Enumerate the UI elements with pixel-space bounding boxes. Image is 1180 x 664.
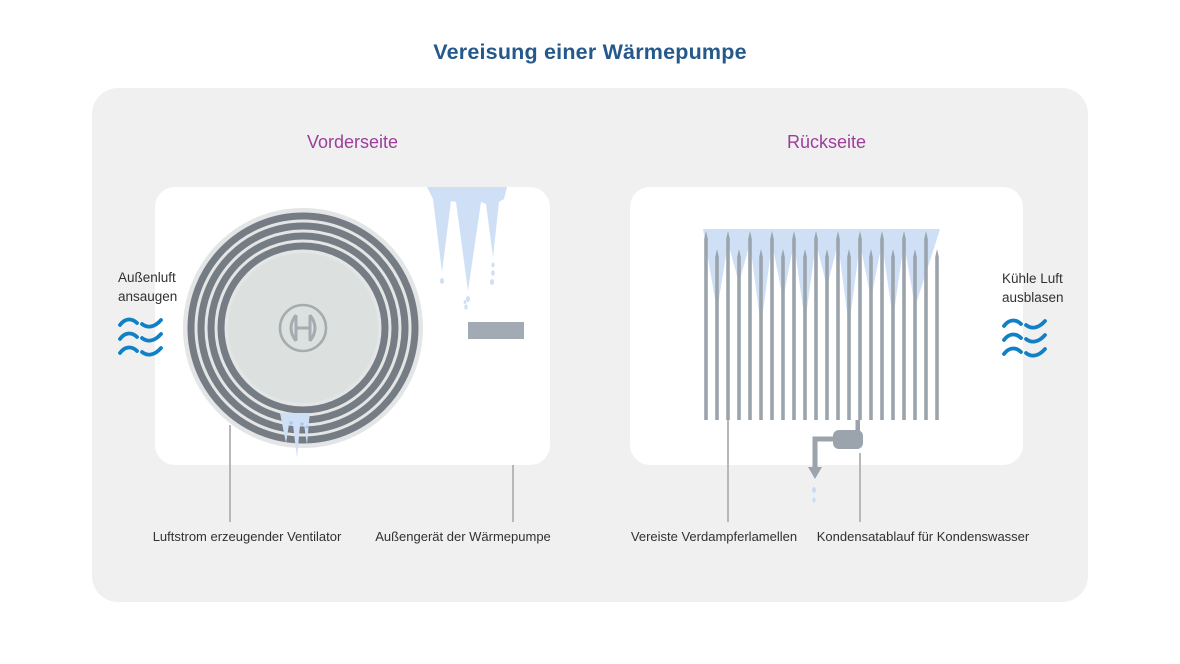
caption-fins: Vereiste Verdampferlamellen xyxy=(630,529,798,544)
page-title: Vereisung einer Wärmepumpe xyxy=(433,40,747,64)
fan-icicle xyxy=(280,413,310,458)
front-panel xyxy=(155,187,550,465)
caption-drain: Kondensatablauf für Kondenswasser xyxy=(816,529,1030,544)
fan-icon xyxy=(183,208,423,448)
icicles-top xyxy=(427,187,507,310)
condensate-drain xyxy=(808,420,863,503)
back-illustration xyxy=(703,229,940,503)
condensate-arrow-icon xyxy=(808,467,822,479)
intake-air-label: Außenluft ansaugen xyxy=(118,268,208,359)
back-heading: Rückseite xyxy=(786,132,867,152)
exhaust-air-label-line2: ausblasen xyxy=(1002,290,1064,305)
exhaust-air-label-line1: Kühle Luft xyxy=(1002,271,1063,286)
intake-air-label-line1: Außenluft xyxy=(118,270,176,285)
intake-air-label-line2: ansaugen xyxy=(118,289,178,304)
front-heading: Vorderseite xyxy=(306,132,399,152)
leader-line-unit xyxy=(512,465,514,522)
bosch-logo-icon xyxy=(278,303,328,353)
leader-line-fan xyxy=(229,425,231,522)
leader-line-drain xyxy=(859,453,861,522)
leader-line-fins xyxy=(727,420,729,522)
unit-grille-bar xyxy=(468,322,524,339)
airflow-waves-icon xyxy=(1002,318,1047,358)
airflow-waves-icon xyxy=(118,317,163,357)
caption-fan: Luftstrom erzeugender Ventilator xyxy=(152,529,342,544)
back-panel xyxy=(630,187,1023,503)
exhaust-air-label: Kühle Luft ausblasen xyxy=(1002,269,1092,360)
front-illustration xyxy=(183,187,524,458)
caption-unit: Außengerät der Wärmepumpe xyxy=(375,529,551,544)
